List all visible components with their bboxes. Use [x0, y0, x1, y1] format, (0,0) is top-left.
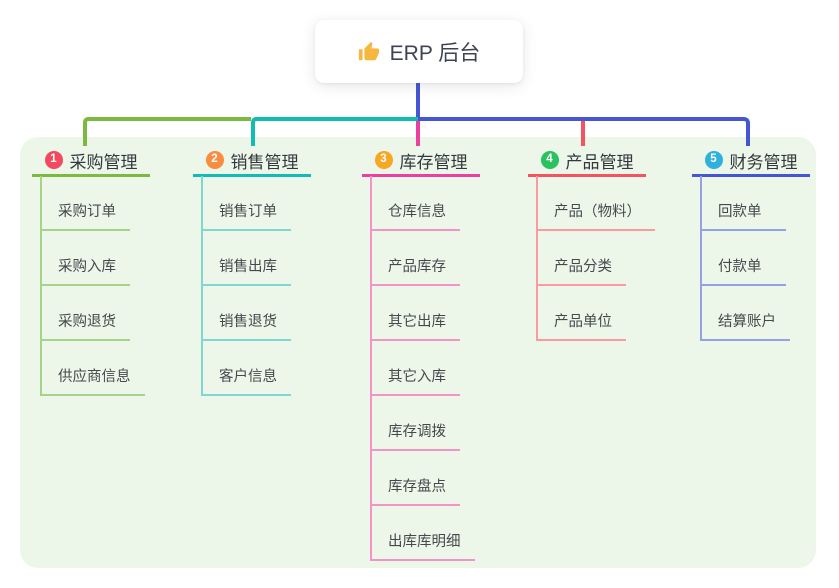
mindmap-child-node[interactable]: 销售订单: [201, 176, 291, 231]
mindmap-child-node[interactable]: 客户信息: [201, 341, 291, 396]
mindmap-child-node[interactable]: 回款单: [700, 176, 786, 231]
branch-label: 库存管理: [399, 152, 468, 172]
branch-number-badge: 2: [205, 151, 224, 169]
mindmap-child-node[interactable]: 仓库信息: [370, 176, 460, 231]
branch-header-2[interactable]: 2 销售管理: [193, 146, 311, 177]
mindmap-child-node[interactable]: 产品（物料）: [536, 176, 655, 231]
branch-header-3[interactable]: 3 库存管理: [362, 146, 480, 177]
connector-line: [700, 176, 702, 341]
child-node-label: 产品分类: [554, 259, 612, 275]
child-node-label: 其它入库: [388, 369, 446, 385]
mindmap-child-node[interactable]: 出库库明细: [370, 506, 475, 561]
mindmap-child-node[interactable]: 采购订单: [40, 176, 130, 231]
mindmap-child-node[interactable]: 供应商信息: [40, 341, 145, 396]
child-node-label: 仓库信息: [388, 204, 446, 220]
mindmap-root-node[interactable]: ERP 后台: [315, 20, 523, 83]
child-node-label: 产品（物料）: [554, 204, 641, 220]
child-node-label: 客户信息: [219, 369, 277, 385]
child-node-label: 供应商信息: [58, 369, 131, 385]
branch-header-1[interactable]: 1 采购管理: [32, 146, 150, 177]
branch-label: 产品管理: [565, 152, 634, 172]
mindmap-child-node[interactable]: 销售出库: [201, 231, 291, 286]
mindmap-child-node[interactable]: 销售退货: [201, 286, 291, 341]
mindmap-child-node[interactable]: 产品分类: [536, 231, 626, 286]
connector-line: [251, 117, 418, 146]
branch-children-group: 采购订单采购入库采购退货供应商信息: [32, 176, 145, 396]
branch-number-badge: 5: [704, 151, 723, 169]
child-node-label: 产品单位: [554, 314, 612, 330]
child-node-label: 回款单: [718, 204, 762, 220]
connector-line: [536, 176, 538, 341]
connector-line: [40, 176, 42, 396]
mindmap-child-node[interactable]: 采购退货: [40, 286, 130, 341]
branch-label: 销售管理: [230, 152, 299, 172]
child-node-label: 销售退货: [219, 314, 277, 330]
connector-line: [581, 121, 585, 146]
child-node-label: 采购订单: [58, 204, 116, 220]
connector-line: [416, 121, 420, 146]
child-node-label: 销售出库: [219, 259, 277, 275]
connector-line: [201, 176, 203, 396]
child-node-label: 结算账户: [718, 314, 776, 330]
connector-line: [416, 82, 420, 117]
branch-label: 财务管理: [729, 152, 798, 172]
branch-children-group: 回款单付款单结算账户: [692, 176, 790, 341]
branch-number-badge: 3: [374, 151, 393, 169]
branch-label: 采购管理: [69, 152, 138, 172]
child-node-label: 付款单: [718, 259, 762, 275]
child-node-label: 库存调拨: [388, 424, 446, 440]
branch-header-4[interactable]: 4 产品管理: [528, 146, 646, 177]
mindmap-child-node[interactable]: 产品库存: [370, 231, 460, 286]
connector-line: [83, 117, 251, 146]
child-node-label: 库存盘点: [388, 479, 446, 495]
mindmap-panel-background: [20, 137, 816, 568]
branch-header-5[interactable]: 5 财务管理: [692, 146, 810, 177]
branch-children-group: 仓库信息产品库存其它出库其它入库库存调拨库存盘点出库库明细: [362, 176, 475, 561]
mindmap-child-node[interactable]: 产品单位: [536, 286, 626, 341]
child-node-label: 产品库存: [388, 259, 446, 275]
mindmap-child-node[interactable]: 付款单: [700, 231, 786, 286]
mindmap-child-node[interactable]: 结算账户: [700, 286, 790, 341]
child-node-label: 采购入库: [58, 259, 116, 275]
branch-children-group: 销售订单销售出库销售退货客户信息: [193, 176, 291, 396]
connector-line: [370, 176, 372, 561]
mindmap-child-node[interactable]: 其它出库: [370, 286, 460, 341]
branch-number-badge: 4: [540, 151, 559, 169]
child-node-label: 销售订单: [219, 204, 277, 220]
mindmap-child-node[interactable]: 采购入库: [40, 231, 130, 286]
root-node-label: ERP 后台: [389, 41, 481, 65]
thumbs-up-icon: [358, 41, 380, 63]
branch-children-group: 产品（物料） 产品分类产品单位: [528, 176, 655, 341]
mindmap-child-node[interactable]: 其它入库: [370, 341, 460, 396]
connector-line: [418, 117, 750, 146]
child-node-label: 采购退货: [58, 314, 116, 330]
mindmap-child-node[interactable]: 库存盘点: [370, 451, 460, 506]
child-node-label: 其它出库: [388, 314, 446, 330]
branch-number-badge: 1: [44, 151, 63, 169]
child-node-label: 出库库明细: [388, 534, 461, 550]
mindmap-child-node[interactable]: 库存调拨: [370, 396, 460, 451]
